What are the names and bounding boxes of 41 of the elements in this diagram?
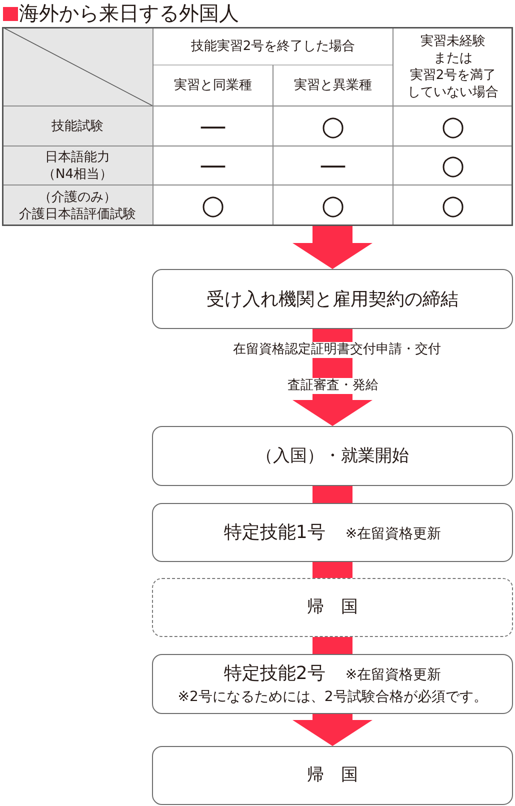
note-text: ※在留資格更新 xyxy=(345,666,442,684)
step-text: （入国）・就業開始 xyxy=(256,446,409,466)
column-header: 実習未経験または実習2号を満了していない場合 xyxy=(408,32,498,100)
step-text: 特定技能2号 xyxy=(224,662,326,685)
circle-mark: ○ xyxy=(321,112,345,140)
connector-bar xyxy=(312,562,352,578)
step-text: 特定技能1号 xyxy=(224,521,326,544)
step-text: 帰 国 xyxy=(307,765,358,786)
step-note: 査証審査・発給 xyxy=(286,378,380,394)
edge-label: 在留資格認定証明書交付申請・交付 xyxy=(232,342,442,358)
note-text: ※2号になるためには、2号試験合格が必須です。 xyxy=(178,688,488,706)
circle-mark: ○ xyxy=(441,152,465,179)
block-arrow xyxy=(292,714,372,746)
comparison-table xyxy=(2,27,513,226)
circle-mark: ○ xyxy=(321,192,345,219)
process-box xyxy=(152,426,513,486)
connector-bar xyxy=(312,637,352,654)
circle-mark: ○ xyxy=(201,192,225,219)
block-arrow xyxy=(292,329,372,426)
dash-mark: — xyxy=(320,152,346,179)
column-header: 実習と同業種 xyxy=(174,77,252,94)
process-box xyxy=(152,269,513,329)
note-text: ※在留資格更新 xyxy=(345,525,442,543)
row-header: （介護のみ）介護日本語評価試験 xyxy=(19,188,136,222)
block-arrow xyxy=(292,226,372,269)
circle-mark: ○ xyxy=(441,112,465,140)
process-box xyxy=(152,746,513,805)
connector-bar xyxy=(312,486,352,503)
column-header: 実習と異業種 xyxy=(294,77,372,94)
row-header: 技能試験 xyxy=(52,118,104,134)
title: 海外から来日する外国人 xyxy=(19,1,239,26)
dash-mark: — xyxy=(200,112,226,140)
circle-mark: ○ xyxy=(441,192,465,219)
dash-mark: — xyxy=(200,152,226,179)
process-box xyxy=(152,654,513,714)
row-header: 日本語能力（N4相当） xyxy=(42,148,112,182)
step-text: 受け入れ機関と雇用契約の締結 xyxy=(206,288,458,310)
dashed-process-box xyxy=(152,578,513,637)
process-box xyxy=(152,503,513,562)
column-header: 技能実習2号を終了した場合 xyxy=(190,38,356,54)
step-text: 帰 国 xyxy=(307,597,358,618)
